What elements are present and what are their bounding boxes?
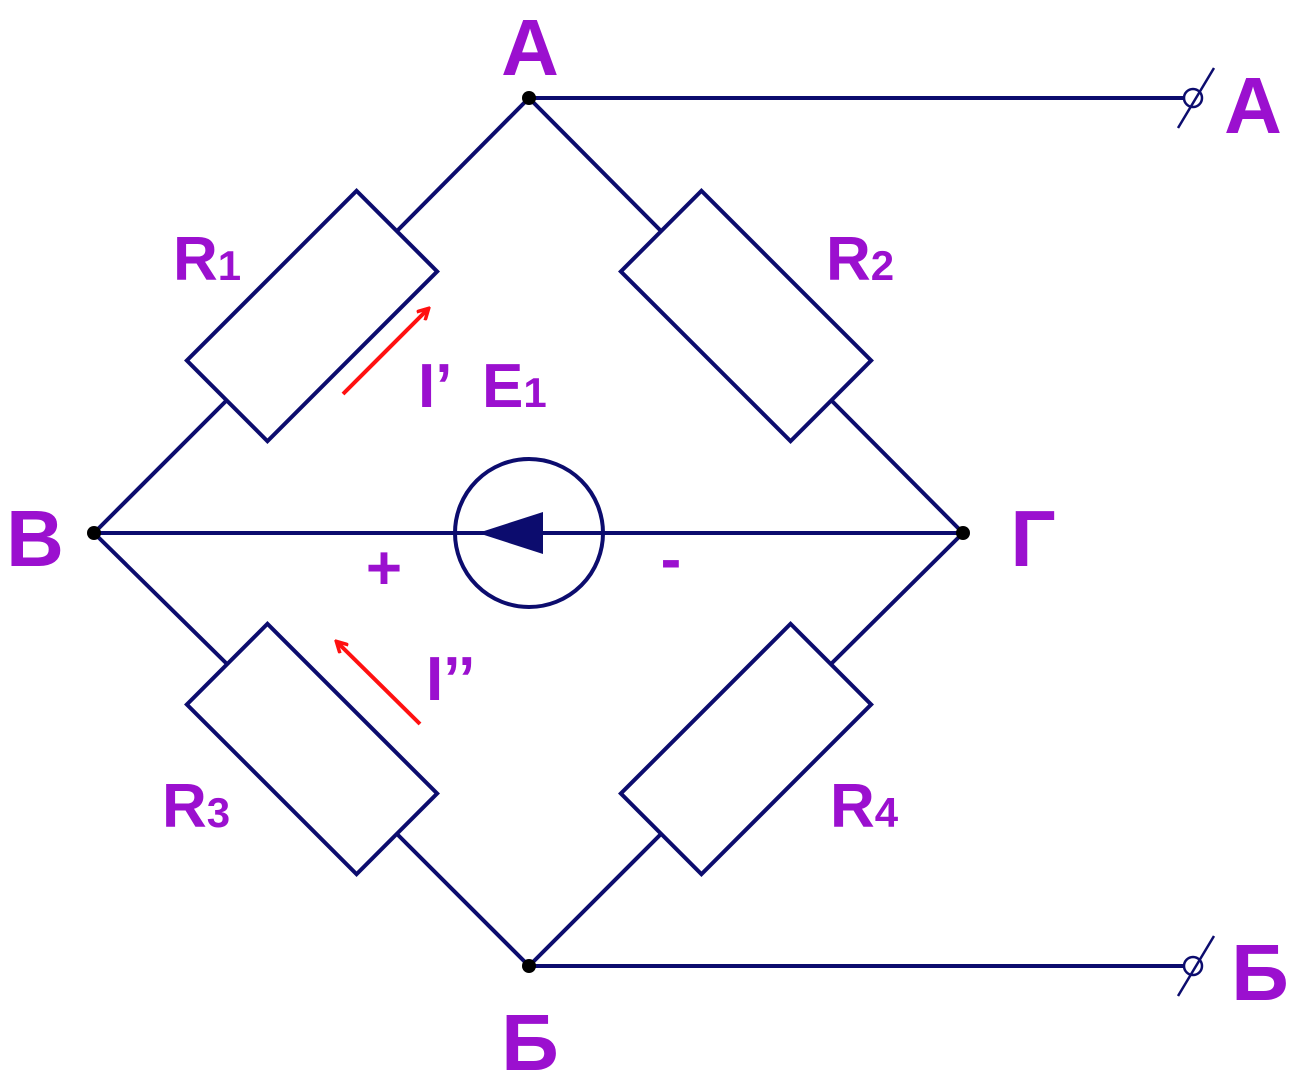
- node-label-left: В: [6, 494, 64, 583]
- resistor-r4-letter: R: [830, 772, 875, 841]
- resistor-r1: [184, 188, 440, 444]
- resistor-r4: [618, 621, 874, 877]
- resistor-r2: [618, 188, 874, 444]
- terminal-a-icon: [1176, 67, 1216, 129]
- polarity-minus: -: [661, 525, 682, 594]
- terminal-b-icon: [1176, 935, 1216, 997]
- node-label-top: А: [501, 3, 559, 92]
- resistor-r1-letter: R: [173, 225, 218, 294]
- wire-a-to-r2: [527, 96, 663, 233]
- node-dot-g: [956, 526, 970, 540]
- resistor-label-r4: R4: [830, 772, 899, 841]
- wire-r1-to-v: [92, 398, 229, 535]
- resistor-r2-letter: R: [826, 225, 871, 294]
- resistor-label-r1: R1: [173, 225, 241, 294]
- resistor-label-r2: R2: [826, 225, 894, 294]
- current-arrow-lower-icon: [337, 642, 422, 726]
- node-dot-a: [522, 91, 536, 105]
- wire-r3-to-b: [395, 832, 531, 968]
- emf-direction-arrow-icon: [478, 512, 543, 554]
- wire-r4-to-b: [527, 832, 663, 968]
- resistor-r2-index: 2: [871, 242, 894, 289]
- resistor-r3-letter: R: [162, 772, 207, 841]
- current-arrow-upper-icon: [341, 309, 428, 396]
- wire-a-to-r1: [395, 96, 531, 233]
- emf-source-circle: [453, 457, 605, 609]
- emf-label: E1: [482, 352, 547, 421]
- current-label-upper: I’: [418, 352, 452, 421]
- current-label-lower: I’’: [426, 645, 475, 714]
- resistor-label-r3: R3: [162, 772, 230, 841]
- node-dot-v: [87, 526, 101, 540]
- resistor-r3: [184, 621, 440, 877]
- node-label-right: Г: [1010, 494, 1055, 583]
- resistor-r4-index: 4: [875, 789, 899, 836]
- resistor-r3-index: 3: [207, 789, 230, 836]
- wire-r2-to-g: [829, 398, 965, 535]
- node-label-bottom: Б: [501, 998, 559, 1079]
- resistor-r1-index: 1: [218, 242, 241, 289]
- terminal-label-top: А: [1224, 61, 1282, 150]
- terminal-label-bottom: Б: [1231, 928, 1289, 1017]
- polarity-plus: +: [366, 534, 402, 603]
- emf-letter: E: [482, 352, 523, 421]
- node-dot-b: [522, 959, 536, 973]
- wire-v-to-r3: [92, 531, 229, 666]
- emf-index: 1: [523, 369, 546, 416]
- wire-g-to-r4: [829, 531, 965, 666]
- emf-source: [453, 457, 605, 609]
